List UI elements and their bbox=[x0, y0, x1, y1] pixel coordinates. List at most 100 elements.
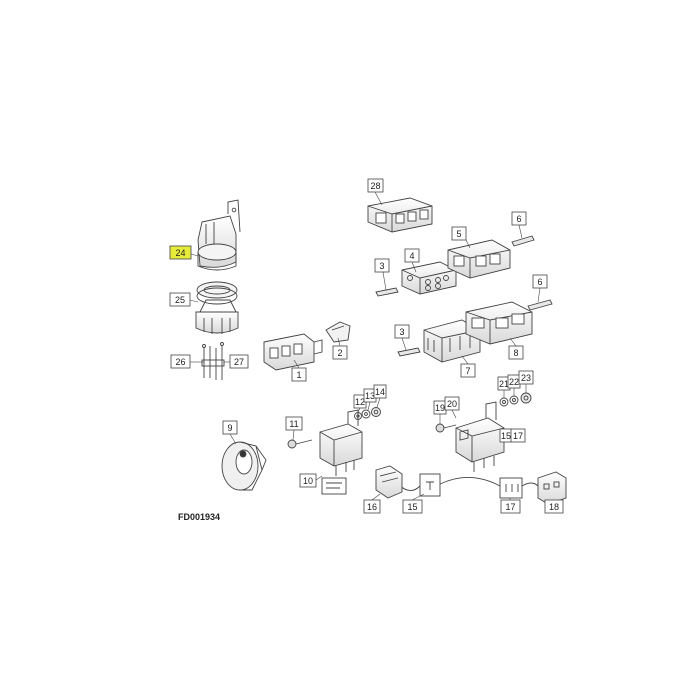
callout-box bbox=[332, 345, 348, 360]
callout-box bbox=[510, 428, 526, 443]
callout-box bbox=[518, 370, 534, 385]
callout-25: 25 bbox=[169, 292, 191, 307]
callout-box bbox=[373, 384, 387, 399]
callout-box bbox=[169, 245, 192, 260]
callout-box bbox=[544, 499, 564, 514]
callout-box bbox=[500, 499, 521, 514]
callout-7: 7 bbox=[460, 363, 476, 378]
callout-10: 10 bbox=[299, 473, 317, 488]
callout-number: 16 bbox=[367, 502, 377, 512]
callout-8: 8 bbox=[508, 345, 524, 360]
callout-23: 23 bbox=[518, 370, 534, 385]
callout-number: 3 bbox=[399, 327, 404, 337]
callout-20: 20 bbox=[444, 396, 460, 411]
callout-box bbox=[363, 499, 381, 514]
part-9-buzzer bbox=[221, 441, 267, 491]
callout-9: 9 bbox=[222, 420, 238, 435]
callout-number: 17 bbox=[505, 502, 515, 512]
callout-box bbox=[285, 416, 303, 431]
callout-number: 24 bbox=[175, 248, 185, 258]
part-drawings bbox=[189, 191, 567, 505]
callout-17: 17 bbox=[500, 499, 521, 514]
callout-box bbox=[367, 178, 384, 193]
callout-number: 5 bbox=[456, 229, 461, 239]
part-6a-terminal bbox=[511, 235, 535, 247]
callout-number: 2 bbox=[337, 348, 342, 358]
callout-box bbox=[508, 345, 524, 360]
wiring-harness bbox=[397, 471, 567, 505]
callout-19: 19 bbox=[433, 400, 447, 415]
callout-box bbox=[532, 274, 548, 289]
callout-number: 6 bbox=[516, 214, 521, 224]
part-5-connector bbox=[447, 239, 511, 279]
callout-box bbox=[511, 211, 527, 226]
part-28-connector bbox=[367, 197, 433, 233]
callout-box bbox=[404, 248, 420, 263]
callout-number: 12 bbox=[355, 397, 365, 407]
callout-number: 20 bbox=[447, 399, 457, 409]
callout-11: 11 bbox=[285, 416, 303, 431]
callout-22: 22 bbox=[507, 374, 521, 389]
callout-6: 6 bbox=[532, 274, 548, 289]
part-15-17-control-unit bbox=[455, 401, 505, 472]
callout-26: 26 bbox=[170, 354, 191, 369]
part-2-clip bbox=[325, 321, 351, 343]
callout-number: 15 bbox=[501, 431, 511, 441]
callout-28: 28 bbox=[367, 178, 384, 193]
callout-box bbox=[169, 292, 191, 307]
callout-box bbox=[299, 473, 317, 488]
part-12-14-washers bbox=[354, 407, 381, 420]
callout-4: 4 bbox=[404, 248, 420, 263]
callout-number: 17 bbox=[513, 431, 523, 441]
callout-number: 7 bbox=[465, 366, 470, 376]
callout-box bbox=[374, 258, 390, 273]
callout-16: 16 bbox=[363, 499, 381, 514]
part-16-connector bbox=[375, 465, 403, 499]
callout-box bbox=[229, 354, 249, 369]
callout-17: 17 bbox=[510, 428, 526, 443]
part-3a-terminal bbox=[375, 287, 399, 297]
callout-6: 6 bbox=[511, 211, 527, 226]
callout-number: 22 bbox=[509, 377, 519, 387]
part-10-flasher-unit bbox=[319, 409, 363, 476]
callout-24: 24 bbox=[169, 245, 192, 260]
callout-number: 8 bbox=[513, 348, 518, 358]
callout-3: 3 bbox=[394, 324, 410, 339]
callout-box bbox=[460, 363, 476, 378]
callout-27: 27 bbox=[229, 354, 249, 369]
figure-reference: FD001934 bbox=[178, 512, 220, 522]
callout-box bbox=[222, 420, 238, 435]
callout-3: 3 bbox=[374, 258, 390, 273]
callout-number: 13 bbox=[365, 391, 375, 401]
callout-number: 19 bbox=[435, 403, 445, 413]
callout-box bbox=[402, 499, 423, 514]
callout-number: 6 bbox=[537, 277, 542, 287]
callout-box bbox=[170, 354, 191, 369]
callout-number: 15 bbox=[407, 502, 417, 512]
callout-number: 27 bbox=[234, 357, 244, 367]
callout-number: 9 bbox=[227, 423, 232, 433]
callout-number: 10 bbox=[303, 476, 313, 486]
callout-number: 26 bbox=[175, 357, 185, 367]
callout-number: 4 bbox=[409, 251, 414, 261]
part-25-relay-socket bbox=[195, 281, 239, 334]
callout-number: 25 bbox=[175, 295, 185, 305]
callout-number: 18 bbox=[549, 502, 559, 512]
callout-box bbox=[444, 396, 460, 411]
callout-number: 28 bbox=[370, 181, 380, 191]
callout-number: 21 bbox=[499, 379, 509, 389]
part-24-relay bbox=[197, 199, 241, 271]
part-6b-terminal bbox=[527, 299, 553, 311]
part-19-screw bbox=[435, 423, 457, 433]
part-10-label-card bbox=[321, 477, 347, 495]
callout-number: 1 bbox=[296, 370, 301, 380]
callout-number: 11 bbox=[289, 419, 298, 429]
callout-15: 15 bbox=[402, 499, 423, 514]
callout-18: 18 bbox=[544, 499, 564, 514]
callout-14: 14 bbox=[373, 384, 387, 399]
part-1-connector bbox=[263, 333, 323, 371]
callout-number: 23 bbox=[521, 373, 531, 383]
callout-15: 15 bbox=[499, 428, 513, 443]
